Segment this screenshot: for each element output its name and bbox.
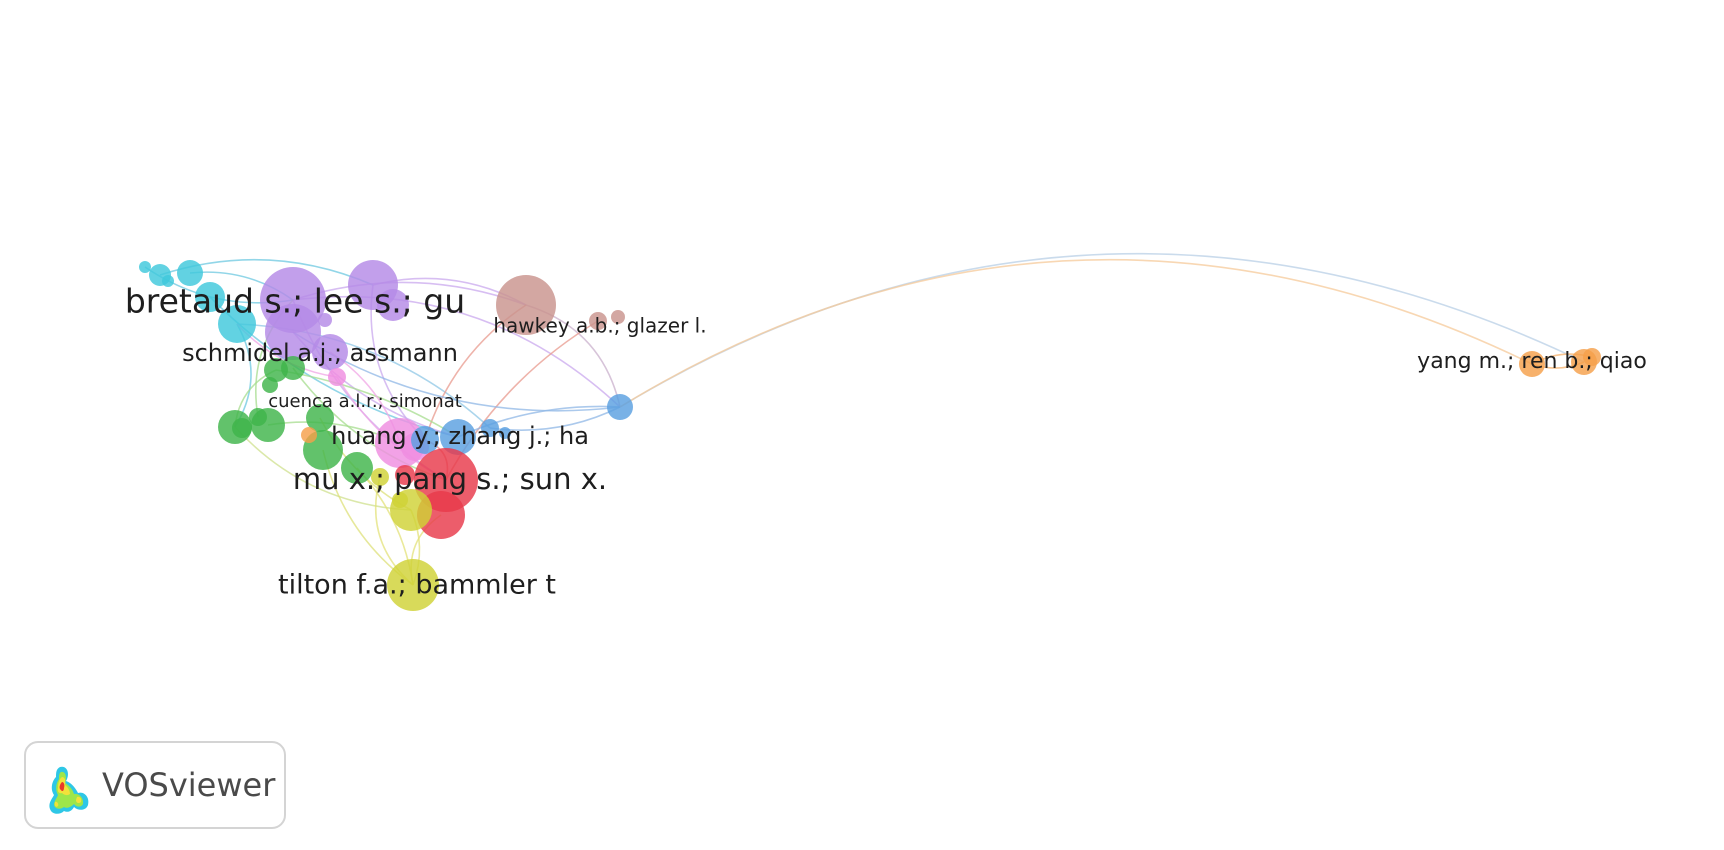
network-node-blue[interactable]: [481, 419, 499, 437]
network-node-cyan[interactable]: [177, 260, 203, 286]
network-node-blue[interactable]: [607, 394, 633, 420]
network-node-yellow[interactable]: [371, 468, 389, 486]
network-node-green[interactable]: [262, 377, 278, 393]
node-label-tilton[interactable]: tilton f.a.; bammler t: [278, 570, 556, 601]
node-label-schmidel[interactable]: schmidel a.j.; assmann: [182, 339, 458, 367]
network-node-pink[interactable]: [328, 368, 346, 386]
network-node-cyan[interactable]: [218, 305, 256, 343]
node-label-mu[interactable]: mu x.; pang s.; sun x.: [293, 462, 607, 496]
network-node-brown[interactable]: [611, 310, 625, 324]
network-node-blue[interactable]: [440, 419, 476, 455]
node-label-hawkey[interactable]: hawkey a.b.; glazer l.: [493, 314, 706, 338]
network-node-purple[interactable]: [312, 334, 348, 370]
network-node-purple[interactable]: [318, 313, 332, 327]
network-node-orange[interactable]: [1519, 351, 1545, 377]
network-node-brown[interactable]: [496, 275, 556, 335]
app-name: VOSviewer: [102, 766, 276, 804]
node-label-cuenca[interactable]: cuenca a.l.r.; simonat: [268, 391, 462, 412]
network-node-red[interactable]: [395, 465, 415, 485]
network-node-purple[interactable]: [265, 304, 321, 360]
network-node-green[interactable]: [281, 356, 305, 380]
network-node-yellow[interactable]: [387, 559, 439, 611]
network-node-green[interactable]: [306, 404, 334, 432]
network-node-blue[interactable]: [411, 426, 439, 454]
node-label-huang[interactable]: huang y.; zhang j.; ha: [331, 422, 589, 450]
network-node-cyan[interactable]: [162, 275, 174, 287]
network-labels: bretaud s.; lee s.; gu schmidel a.j.; ass…: [125, 282, 1647, 601]
network-node-orange[interactable]: [301, 427, 317, 443]
vosviewer-density-icon: [49, 766, 89, 814]
network-node-yellow[interactable]: [392, 492, 408, 508]
network-node-brown[interactable]: [589, 312, 607, 330]
network-node-green[interactable]: [232, 418, 252, 438]
network-link: [457, 405, 621, 438]
network-node-cyan[interactable]: [195, 282, 225, 312]
node-label-bretaud[interactable]: bretaud s.; lee s.; gu: [125, 282, 465, 321]
node-label-yang[interactable]: yang m.; ren b.; qiao: [1417, 349, 1647, 374]
network-link: [619, 252, 1585, 408]
network-node-cyan[interactable]: [139, 261, 151, 273]
network-node-green[interactable]: [251, 408, 285, 442]
network-node-blue[interactable]: [499, 427, 511, 439]
network-link: [292, 295, 621, 408]
network-link: [619, 258, 1533, 408]
network-nodes: [139, 260, 1601, 611]
network-node-green[interactable]: [341, 452, 373, 484]
network-link: [445, 320, 599, 481]
network-node-purple[interactable]: [377, 289, 409, 321]
vosviewer-logo-badge: VOSviewer: [24, 741, 286, 829]
network-node-orange[interactable]: [1583, 348, 1601, 366]
